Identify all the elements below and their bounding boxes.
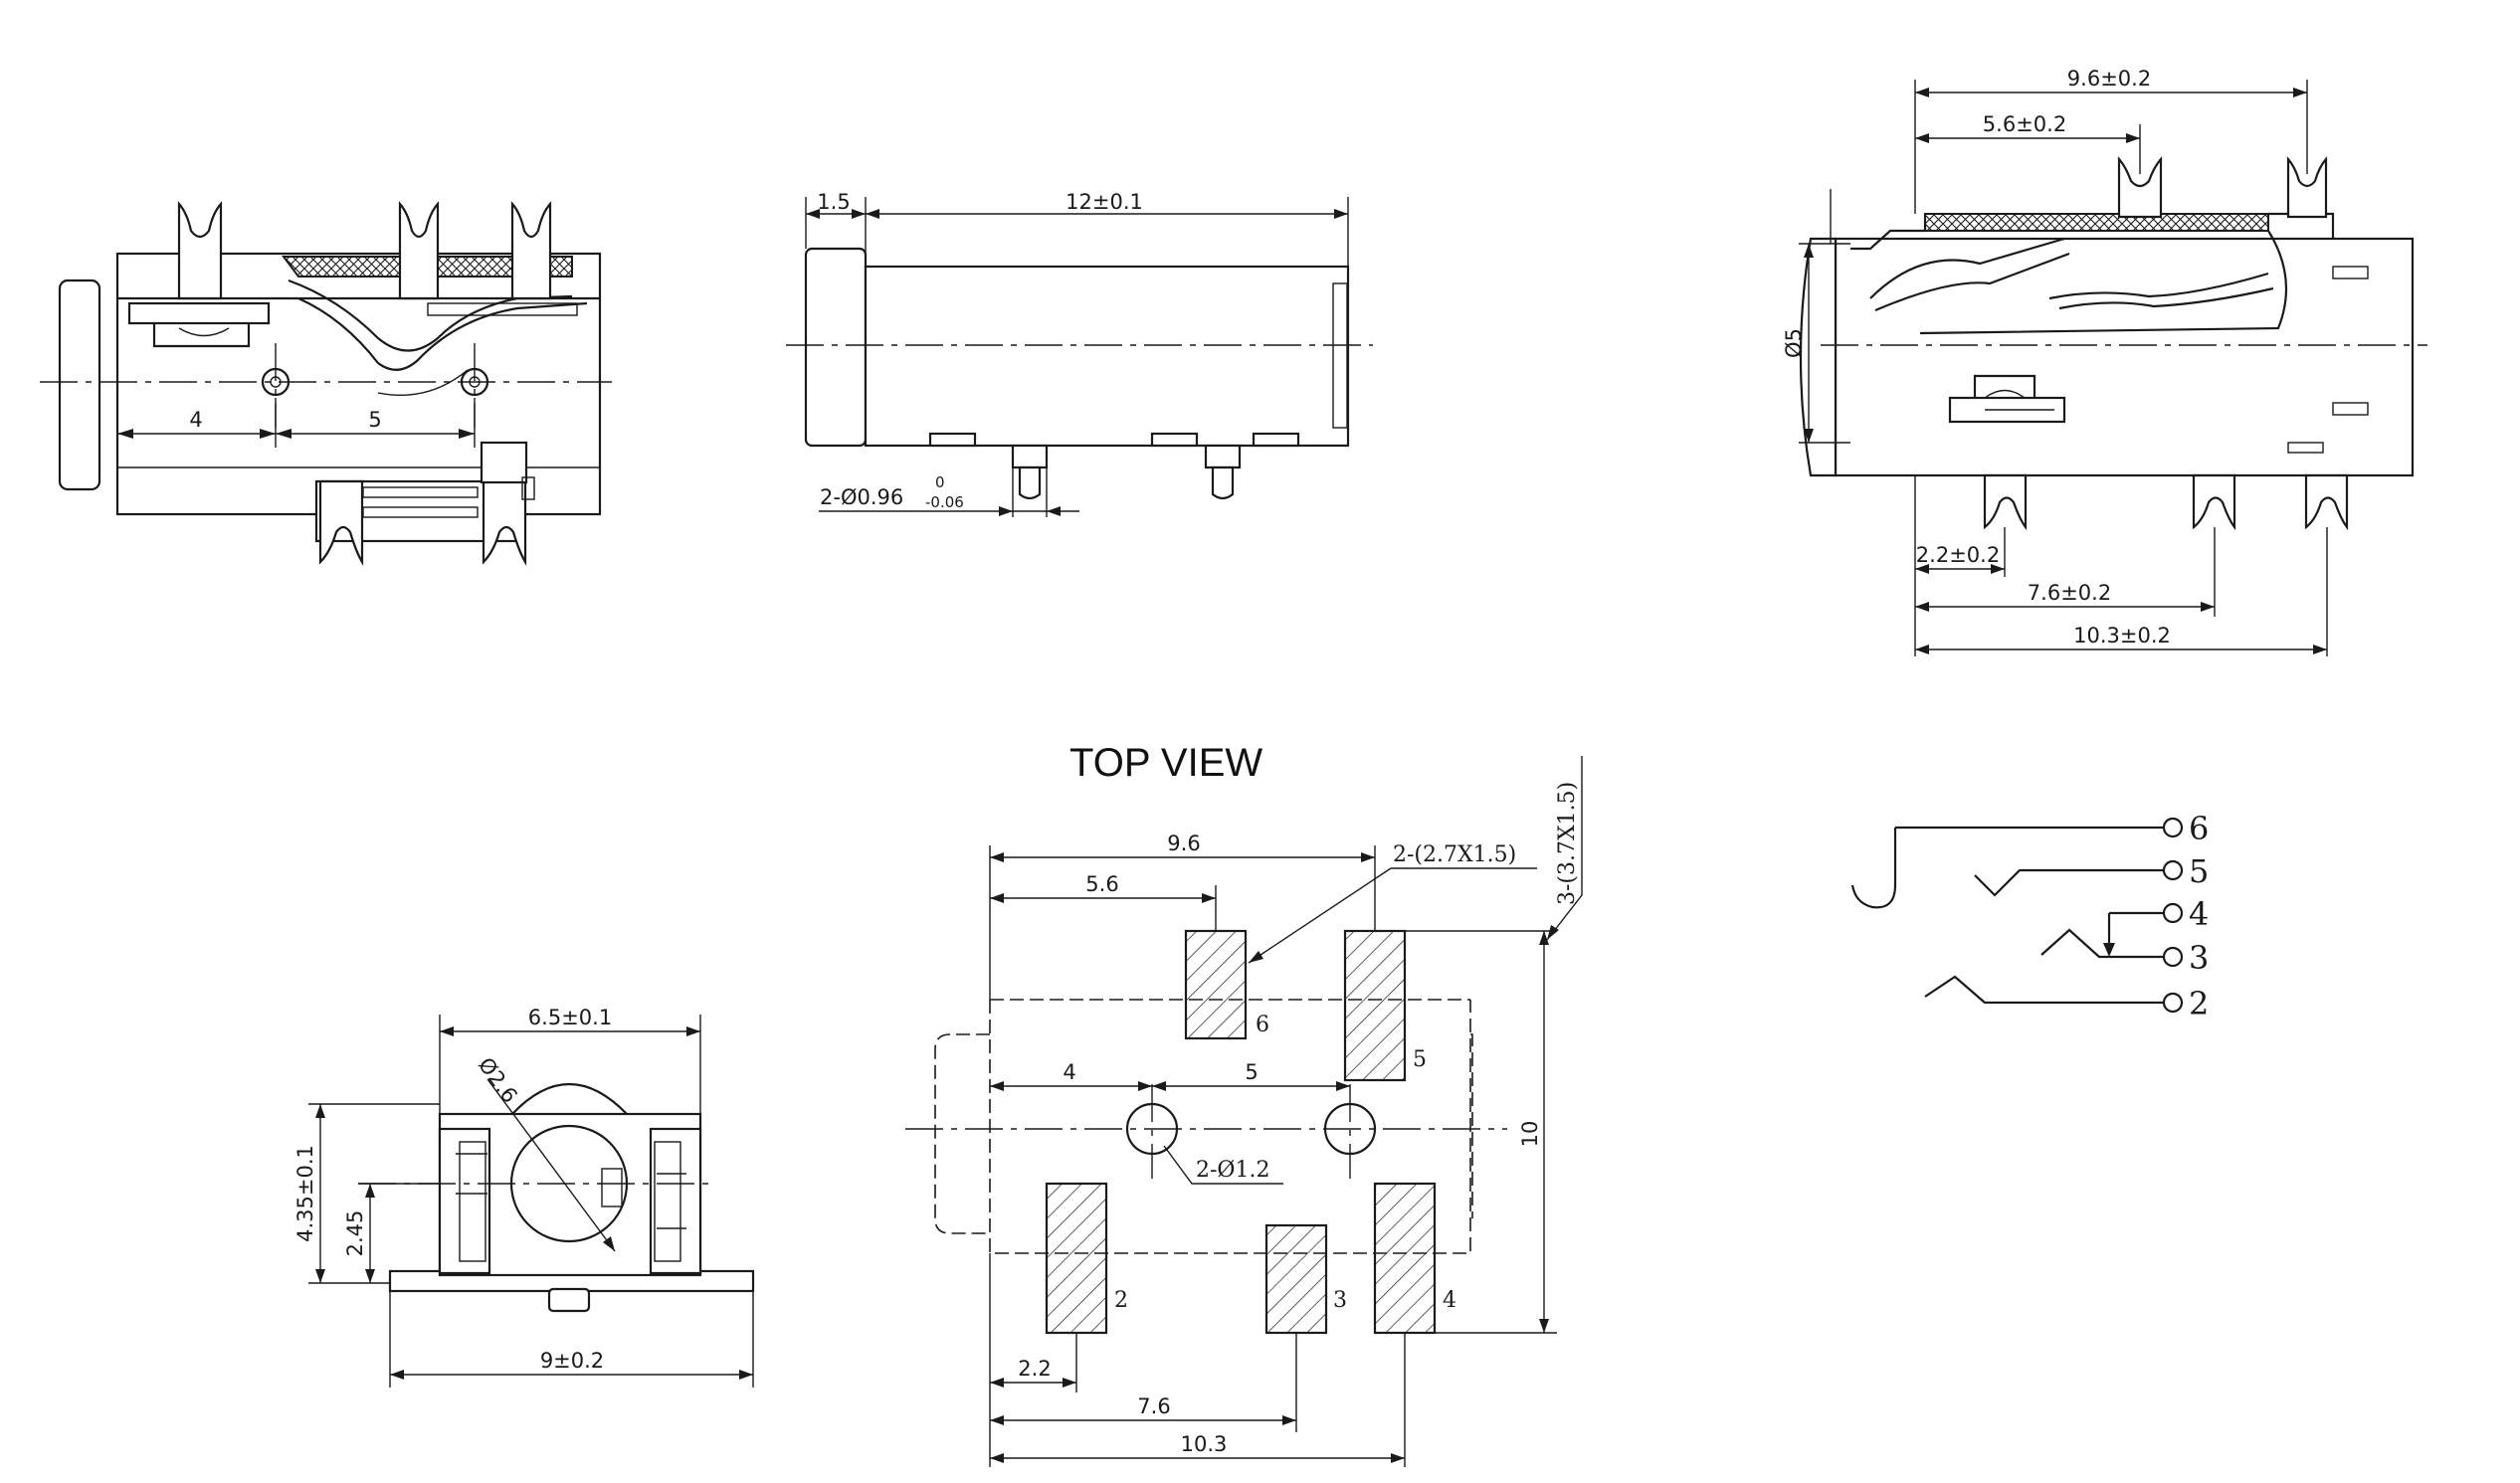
schematic-pin-6: 6 [2189, 810, 2209, 847]
front-view: 4 5 [40, 201, 612, 566]
pad-label-6: 6 [1256, 1013, 1269, 1037]
dim-rear-10-3: 10.3±0.2 [2073, 624, 2171, 648]
dim-top-9-6: 9.6 [1167, 832, 1200, 855]
schematic-pin-5: 5 [2189, 852, 2209, 890]
dim-end-dia2-6: Ø2.6 [474, 1053, 522, 1108]
pad-label-3: 3 [1333, 1288, 1347, 1313]
side-view: 1.5 12±0.1 2-Ø0.96 0 -0.06 [786, 190, 1373, 517]
pad-label-2: 2 [1114, 1288, 1128, 1313]
dim-rear-5-6: 5.6±0.2 [1983, 112, 2066, 136]
rear-view: 9.6±0.2 5.6±0.2 Ø5 2.2±0.2 7.6±0.2 10.3±… [1782, 67, 2427, 656]
dim-side-tol-lower: -0.06 [925, 493, 964, 511]
dim-top-pad-4-3-2: 3-(3.7X1.5) [1555, 782, 1580, 905]
pin-schematic: 6 5 4 3 2 [1850, 810, 2209, 1022]
dim-top-5: 5 [1245, 1060, 1258, 1084]
dim-side-12: 12±0.1 [1066, 190, 1143, 214]
dim-top-5-6: 5.6 [1085, 872, 1118, 896]
dim-rear-9-6: 9.6±0.2 [2067, 67, 2151, 91]
dim-top-10-3: 10.3 [1181, 1432, 1228, 1456]
dim-front-4: 4 [189, 408, 202, 432]
top-view-title: TOP VIEW [1069, 741, 1262, 785]
end-view: Ø2.6 6.5±0.1 4.35±0.1 2.45 9±0.2 [293, 1006, 755, 1388]
dim-top-7-6: 7.6 [1137, 1394, 1170, 1418]
dim-end-4-35: 4.35±0.1 [293, 1145, 317, 1242]
top-view: TOP VIEW 6 5 2 3 4 9.6 5.6 [905, 741, 1583, 1467]
pad-2 [1045, 1182, 1108, 1335]
pad-label-4: 4 [1443, 1288, 1456, 1313]
dim-top-2-2: 2.2 [1018, 1357, 1051, 1381]
dim-top-10: 10 [1518, 1121, 1542, 1148]
pad-3 [1264, 1223, 1328, 1335]
dim-side-1-5: 1.5 [817, 190, 850, 214]
pad-label-5: 5 [1413, 1047, 1427, 1072]
dim-front-5: 5 [368, 408, 381, 432]
dim-end-2-45: 2.45 [343, 1210, 367, 1257]
dim-side-tol-upper: 0 [935, 473, 945, 491]
pad-6 [1184, 929, 1248, 1040]
dim-top-4: 4 [1063, 1060, 1075, 1084]
pad-5 [1343, 929, 1407, 1082]
dim-rear-dia5: Ø5 [1782, 328, 1806, 358]
dim-top-hole: 2-Ø1.2 [1196, 1158, 1269, 1183]
dim-side-pin-dia: 2-Ø0.96 [820, 485, 903, 509]
pad-4 [1373, 1182, 1437, 1335]
schematic-pin-2: 2 [2189, 985, 2209, 1022]
dim-rear-2-2: 2.2±0.2 [1916, 543, 2000, 567]
dim-rear-7-6: 7.6±0.2 [2028, 581, 2111, 605]
dim-end-6-5: 6.5±0.1 [528, 1006, 612, 1029]
schematic-pin-3: 3 [2189, 939, 2209, 977]
dim-end-9: 9±0.2 [540, 1349, 604, 1373]
schematic-pin-4: 4 [2189, 895, 2209, 933]
dim-top-pad-6-5: 2-(2.7X1.5) [1393, 842, 1516, 867]
